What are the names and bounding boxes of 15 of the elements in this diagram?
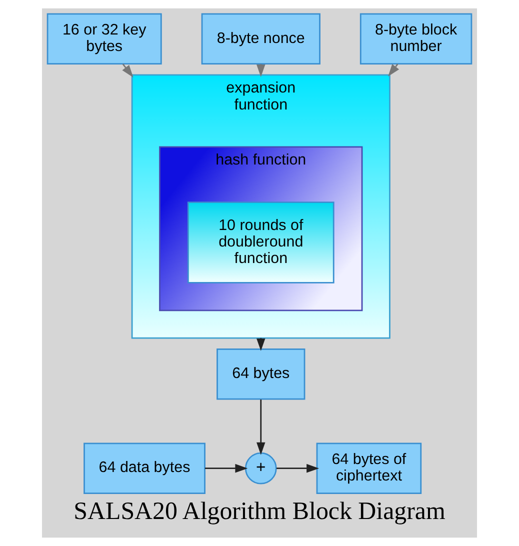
node-box: 16 or 32 key bytes	[46, 13, 162, 64]
arrow	[122, 64, 134, 78]
arrow	[388, 64, 400, 77]
node-box: 64 data bytes	[84, 442, 206, 494]
arrow	[276, 464, 320, 473]
node-circle: +	[244, 452, 277, 484]
arrow	[256, 400, 266, 455]
arrow	[204, 464, 248, 473]
node-box: 64 bytes of ciphertext	[316, 442, 422, 494]
node-box: 8-byte block number	[360, 13, 472, 64]
arrow	[256, 64, 266, 77]
arrow	[256, 338, 266, 351]
node-box: 10 rounds of doubleround function	[187, 202, 334, 284]
caption: SALSA20 Algorithm Block Diagram	[74, 498, 446, 525]
node-box: 64 bytes	[216, 348, 306, 400]
